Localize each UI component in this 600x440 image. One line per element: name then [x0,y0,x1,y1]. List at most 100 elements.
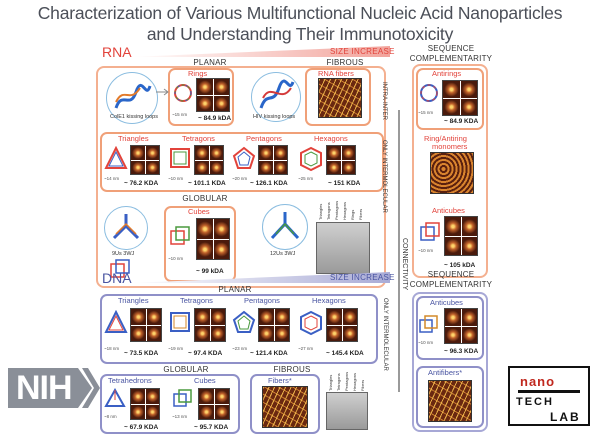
nih-logo: NIH [8,366,100,410]
title-line-2: and Understanding Their Immunotoxicity [146,24,454,44]
dna-hexagons-label: Hexagons [312,296,346,305]
hiv-kissing-loops-figure [251,72,301,122]
rna-only-intermolecular-label: ONLY INTERMOLECULAR [381,140,387,213]
title-line-1: Characterization of Various Multifunctio… [37,3,563,23]
dna-fibers-afm [262,386,308,428]
dna-triangles-nm: ~18 nm [104,346,120,351]
anticubes-dna-afm [444,308,478,344]
dna-triangles-label: Triangles [118,296,149,305]
nih-logo-shape [8,368,100,408]
dna-seq-header-1: SEQUENCE [427,270,475,279]
dna-cubes-afm [198,388,230,420]
dna-hexagons-afm [326,308,358,342]
dna-gel-lane-labels: Triangles Tetragons Pentagons Hexagons F… [328,372,368,392]
gel-lane-label: Fibers [360,379,365,391]
dna-planar-header: PLANAR [218,285,252,294]
nanotech-lab-logo: nano TECH LAB [508,366,590,426]
dna-only-intermolecular-label: ONLY INTERMOLECULAR [382,298,388,371]
gel-lane-label: Hexagons [342,201,347,220]
gel-lane-label: Fibers [358,208,363,220]
dna-pentagons-afm [258,308,290,342]
rna-pentagons-afm [258,145,288,175]
rna-pentagons-label: Pentagons [246,134,282,143]
dna-cube-particle-icon [173,389,192,407]
rna-frame [96,66,386,288]
rna-triangles-kda: ~ 76.2 KDA [124,180,159,187]
rna-planar-header: PLANAR [193,58,227,67]
rna-globular-header: GLOBULAR [182,194,228,203]
cube-particle-icon [170,226,190,245]
anticubes-rna-label: Anticubes [432,206,465,215]
cole1-helix-icon [114,83,152,109]
dna-triangles-kda: ~ 73.5 KDA [124,350,159,357]
rna-rings-afm [196,78,230,112]
hiv-helix-icon [259,79,295,109]
12us-3wj-figure [262,204,308,250]
lab-logo-text: LAB [550,410,581,424]
dna-hexagons-kda: ~ 145.4 KDA [326,350,364,357]
dna-tetragons-label: Tetragons [180,296,213,305]
anticube-particle-icon [420,222,440,241]
rna-triangles-label: Triangles [118,134,149,143]
3wj-helix-large-icon [270,212,300,240]
antifibers-label: Antifibers* [428,368,463,377]
rna-hexagons-nm: ~25 nm [298,176,314,181]
gel-lane-label: Tetragons [326,202,331,220]
nih-logo-text: NIH [16,369,73,407]
rna-cubes-label: Cubes [188,207,210,216]
dna-tetrahedrons-nm: ~8 nm [104,414,117,419]
dna-fibers-label: Fibers* [268,376,292,385]
dna-tetrahedrons-label: Tetrahedrons [108,376,152,385]
dna-pentagons-label: Pentagons [244,296,280,305]
rna-tetragons-afm [194,145,224,175]
anticubes-rna-kda: ~ 105 kDA [444,262,476,269]
gel-lane-label: Triangles [318,203,323,220]
12us-caption: 12Us 3WJ [270,251,296,257]
gel-lane-label: Pentagons [334,200,339,220]
dna-tetragons-kda: ~ 97.4 KDA [188,350,223,357]
dna-tetragons-nm: ~19 nm [168,346,184,351]
gel-lane-label: Triangles [328,374,333,391]
dna-size-increase-label: SIZE INCREASE [330,273,395,282]
tech-logo-text: TECH [516,396,554,408]
rna-intra-inter-label: INTRA-INTER [381,82,387,120]
rna-seq-header-1: SEQUENCE [427,44,475,53]
antirings-label: Antirings [432,69,462,78]
tetragon-particle-icon [170,148,190,168]
rna-tetragons-nm: ~10 nm [168,176,184,181]
rna-section-label: RNA [102,44,132,60]
rna-hexagons-afm [326,145,356,175]
dna-anticube-particle-icon [419,315,438,333]
rna-rings-nm: ~15 nm [172,112,188,117]
rna-cubes-kda: ~ 99 kDA [196,268,224,275]
dna-triangles-afm [130,308,162,342]
antirings-afm [442,80,478,116]
rna-size-increase-label: SIZE INCREASE [330,47,395,56]
rna-pentagons-nm: ~20 nm [232,176,248,181]
ring-antiring-label-2: monomers [432,142,468,151]
dna-pentagons-nm: ~23 nm [232,346,248,351]
dna-fibrous-header: FIBROUS [273,365,311,374]
hexagon-particle-icon [300,146,322,172]
rna-hexagons-label: Hexagons [314,134,348,143]
ring-particle-icon [174,84,192,102]
dna-seq-header-2: COMPLEMENTARITY [409,280,493,289]
dna-hexagon-particle-icon [300,310,322,336]
logo-bar [518,390,580,393]
dna-cubes-kda: ~ 95.7 KDA [194,424,229,431]
rna-rings-label: Rings [188,69,208,78]
dna-triangle-particle-icon [104,310,128,333]
rna-tetragons-label: Tetragons [182,134,215,143]
dna-pentagon-particle-icon [232,310,256,333]
antiring-particle-icon [420,84,438,102]
ring-antiring-label-1: Ring/Antiring [424,134,467,143]
anticubes-dna-kda: ~ 96.3 KDA [444,348,479,355]
rna-seq-header-2: COMPLEMENTARITY [409,54,493,63]
nano-logo-text: nano [520,374,556,389]
arrow-icon [156,88,169,96]
dna-gel-image [326,392,368,430]
3wj-helix-icon [112,214,140,240]
dna-hexagons-nm: ~27 nm [298,346,314,351]
rna-triangles-afm [130,145,160,175]
dna-cubes-label: Cubes [194,376,216,385]
